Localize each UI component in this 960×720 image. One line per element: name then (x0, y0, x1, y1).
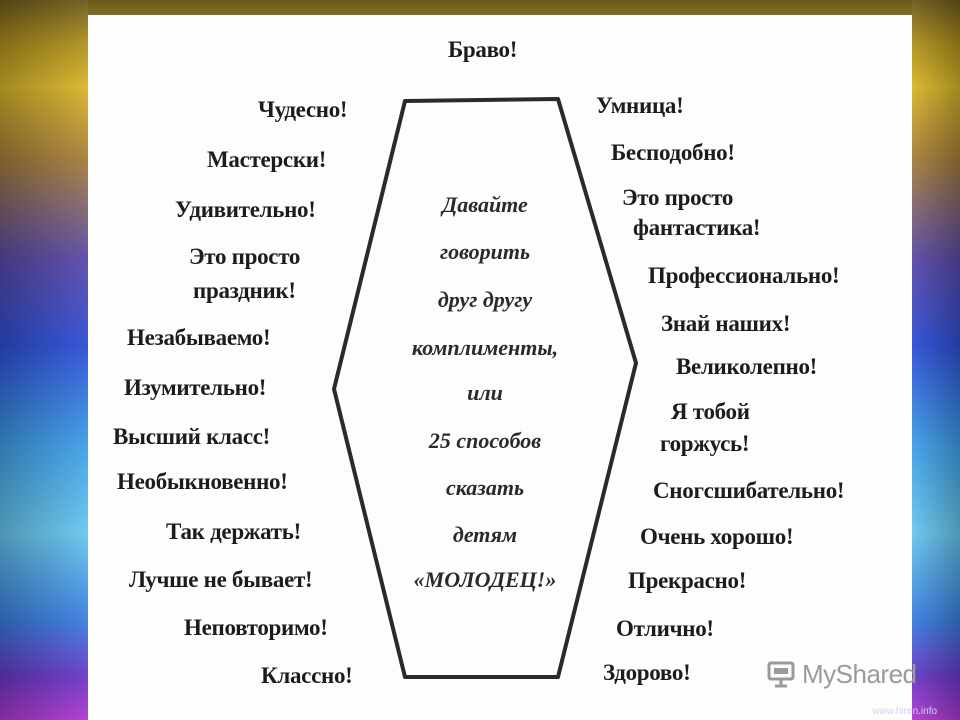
presentation-board-icon (766, 659, 796, 689)
right-word: горжусь! (660, 431, 750, 456)
watermark: www.hiren.info (872, 706, 938, 717)
left-word: Изумительно! (124, 375, 267, 400)
left-word: праздник! (193, 278, 296, 303)
left-word: Лучше не бывает! (129, 567, 313, 592)
center-line: говорить (439, 239, 531, 264)
background-left-edge (0, 0, 88, 720)
right-word: фантастика! (633, 215, 761, 240)
background-right-edge (912, 0, 960, 720)
center-line: «МОЛОДЕЦ!» (413, 567, 557, 592)
left-word: Классно! (261, 663, 353, 688)
right-word: Это просто (622, 185, 734, 210)
logo-text: MyShared (802, 658, 917, 689)
right-word: Я тобой (671, 399, 750, 424)
center-line: друг другу (437, 287, 533, 312)
hexagon-frame (332, 97, 638, 679)
center-line: или (467, 380, 503, 405)
right-word: Здорово! (603, 660, 691, 685)
left-word: Незабываемо! (127, 325, 271, 350)
right-word: Великолепно! (676, 354, 818, 379)
left-word: Необыкновенно! (117, 469, 288, 494)
center-line: комплименты, (411, 335, 559, 360)
left-word: Это просто (189, 244, 301, 269)
right-word: Бесподобно! (611, 140, 735, 165)
compliments-sheet: Браво! Чудесно! Мастерски! Удивительно! … (88, 15, 912, 720)
left-word: Высший класс! (113, 424, 271, 449)
right-word: Умница! (596, 93, 684, 118)
left-word: Неповторимо! (184, 615, 328, 640)
center-line: 25 способов (428, 428, 542, 453)
left-word: Мастерски! (207, 147, 327, 172)
right-word: Отлично! (616, 616, 714, 641)
right-word: Профессионально! (648, 263, 840, 288)
right-word: Знай наших! (661, 311, 791, 336)
myshared-logo: MyShared (766, 657, 917, 691)
center-line: сказать (445, 475, 525, 500)
title-word: Браво! (448, 37, 518, 62)
right-word: Сногсшибательно! (653, 478, 845, 503)
left-word: Чудесно! (258, 97, 348, 122)
right-word: Очень хорошо! (640, 524, 794, 549)
left-word: Так держать! (166, 519, 302, 544)
center-line: Давайте (442, 192, 528, 217)
center-line: детям (452, 522, 518, 547)
right-word: Прекрасно! (628, 568, 747, 593)
left-word: Удивительно! (175, 197, 316, 222)
